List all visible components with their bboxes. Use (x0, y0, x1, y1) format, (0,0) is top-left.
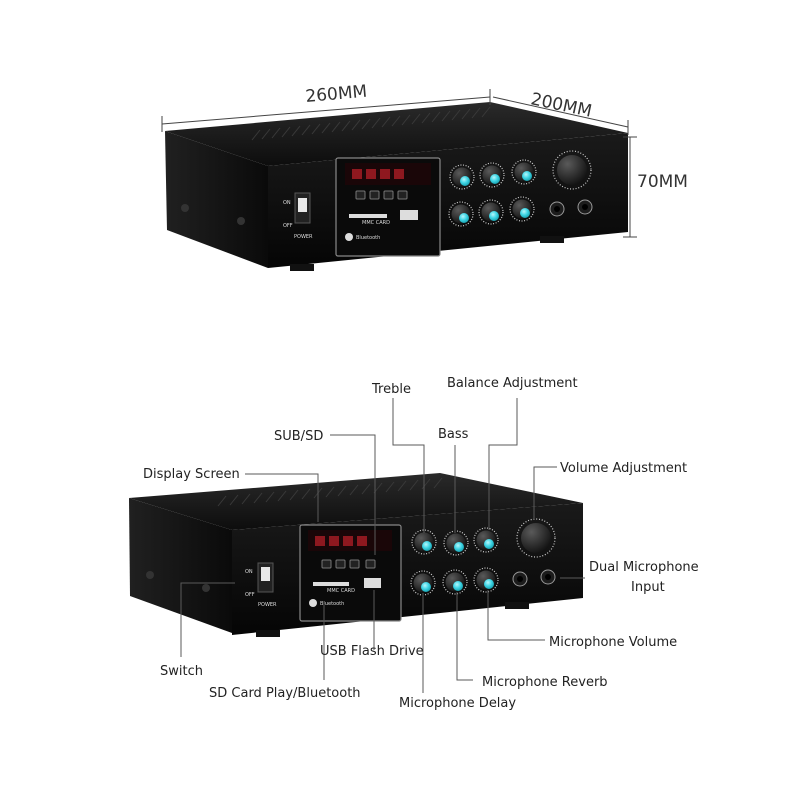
callout-balance: Balance Adjustment (447, 376, 578, 391)
dimension-lines (161, 89, 637, 238)
callout-sd-bt: SD Card Play/Bluetooth (209, 686, 361, 701)
callout-dual-mic-2: Input (631, 580, 665, 595)
off-label-b: OFF (245, 592, 255, 598)
callout-mic-volume: Microphone Volume (549, 635, 677, 650)
power-switch-b[interactable] (261, 567, 270, 581)
bt-label-b: Bluetooth (320, 601, 344, 607)
width-dimension: 260MM (305, 82, 368, 107)
bottom-amplifier: ON OFF POWER MMC CARD Bluetooth (129, 473, 583, 637)
callout-bass: Bass (438, 427, 469, 442)
on-label: ON (283, 200, 291, 206)
power-switch[interactable] (298, 198, 307, 212)
card-label-b: MMC CARD (327, 588, 355, 594)
callout-dual-mic-1: Dual Microphone (589, 560, 699, 575)
callout-usb: USB Flash Drive (320, 644, 424, 659)
callout-display: Display Screen (143, 467, 240, 482)
leader-lines (180, 398, 585, 693)
top-amplifier: ON OFF POWER MMC CARD Bluetooth (165, 102, 628, 271)
callout-volume: Volume Adjustment (560, 461, 687, 476)
card-label-top: MMC CARD (362, 220, 390, 226)
off-label: OFF (283, 223, 293, 229)
callout-switch: Switch (160, 664, 203, 679)
callout-mic-delay: Microphone Delay (399, 696, 516, 711)
power-label-b: POWER (258, 602, 277, 608)
power-label: POWER (294, 234, 313, 240)
callout-treble: Treble (371, 382, 411, 397)
height-dimension: 70MM (637, 172, 688, 192)
callout-sub-sd: SUB/SD (274, 429, 323, 444)
volume-knob[interactable] (557, 155, 587, 185)
callout-mic-reverb: Microphone Reverb (482, 675, 608, 690)
on-label-b: ON (245, 569, 253, 575)
volume-knob-b[interactable] (521, 523, 551, 553)
bt-label-top: Bluetooth (356, 235, 380, 241)
